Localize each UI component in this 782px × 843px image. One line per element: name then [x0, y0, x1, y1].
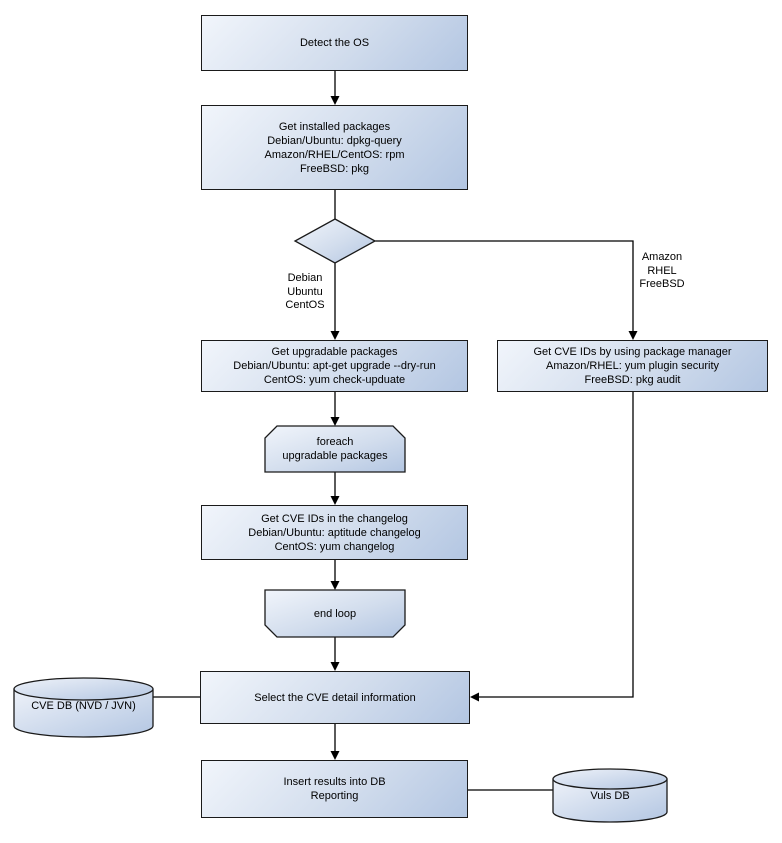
node-line: FreeBSD: pkg [299, 162, 370, 175]
left-branch-label: Debian Ubuntu CentOS [285, 272, 325, 311]
cve-db-label: CVE DB (NVD / JVN) [31, 700, 136, 712]
vuls-db-cylinder [552, 768, 668, 823]
edge-package-manager-to-select [479, 392, 634, 698]
node-foreach-loop-label: foreach upgradable packages [265, 426, 405, 472]
node-select-cve-detail: Select the CVE detail information [200, 671, 470, 724]
right-branch-label: Amazon RHEL FreeBSD [639, 251, 685, 290]
node-line: Amazon/RHEL/CentOS: rpm [264, 148, 405, 161]
node-get-cve-ids-changelog: Get CVE IDs in the changelog Debian/Ubun… [201, 505, 468, 560]
node-insert-results: Insert results into DB Reporting [201, 760, 468, 818]
node-line: Debian/Ubuntu: apt-get upgrade --dry-run [233, 360, 436, 372]
node-line: Amazon/RHEL: yum plugin security [545, 360, 719, 372]
arrow-into-select-top [330, 662, 340, 671]
node-line: CentOS: yum changelog [274, 540, 395, 553]
arrow-into-insert [330, 751, 340, 760]
node-line: Get installed packages [278, 120, 391, 133]
node-line: FreeBSD: pkg audit [584, 374, 681, 386]
arrow-into-installed [330, 96, 340, 105]
arrow-into-endloop [330, 581, 340, 590]
arrow-into-foreach [330, 417, 340, 426]
arrow-into-upgradable [330, 331, 340, 340]
node-line: Get CVE IDs by using package manager [533, 346, 732, 358]
arrowheads [330, 96, 638, 760]
node-end-loop-label: end loop [265, 590, 405, 637]
node-line: upgradable packages [282, 450, 388, 462]
cve-db-cylinder [13, 677, 154, 738]
end-loop-shape [264, 589, 406, 638]
arrow-into-changelog [330, 496, 340, 505]
node-line: Get CVE IDs in the changelog [261, 512, 408, 525]
node-line: Debian/Ubuntu: dpkg-query [267, 134, 402, 147]
node-detect-os: Detect the OS [201, 15, 468, 71]
node-get-installed-packages: Get installed packages Debian/Ubuntu: dp… [201, 105, 468, 190]
node-line: end loop [313, 607, 357, 620]
node-get-cve-ids-package-manager: Get CVE IDs by using package manager Ama… [497, 340, 768, 392]
edges [153, 71, 634, 791]
arrow-into-package-manager [628, 331, 638, 340]
node-line: Insert results into DB [283, 776, 386, 788]
os-decision-diamond [293, 218, 377, 264]
node-line: Get upgradable packages [271, 346, 398, 358]
node-line: Reporting [310, 790, 359, 802]
foreach-loop-shape [264, 425, 406, 473]
node-select-cve-detail-label: Select the CVE detail information [254, 691, 416, 704]
node-line: Debian/Ubuntu: aptitude changelog [248, 526, 421, 539]
node-get-upgradable-packages: Get upgradable packages Debian/Ubuntu: a… [201, 340, 468, 392]
node-line: CentOS: yum check-upduate [263, 374, 406, 386]
arrow-into-select-right [470, 692, 479, 702]
vuls-db-label: Vuls DB [590, 790, 630, 802]
edge-decision-to-package-manager [375, 240, 634, 332]
node-line: foreach [316, 436, 354, 448]
node-detect-os-label: Detect the OS [299, 37, 370, 49]
